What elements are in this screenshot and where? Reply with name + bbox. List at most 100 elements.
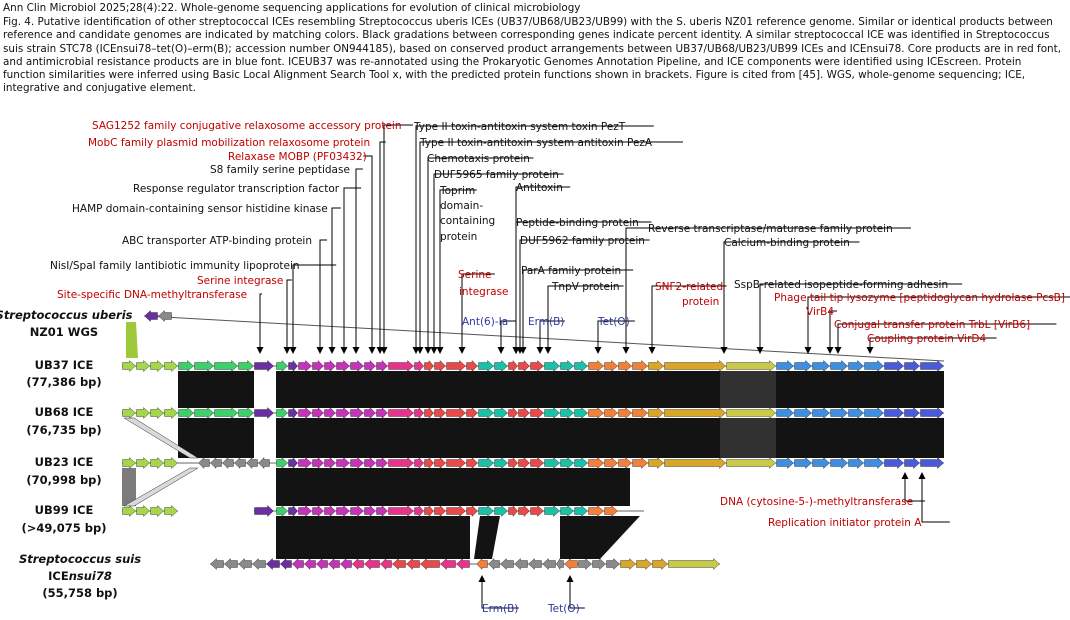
arrowhead (316, 347, 324, 354)
gene-ub68-3 (164, 407, 178, 419)
gene-ub68-43 (848, 407, 864, 419)
top-label: HAMP domain-containing sensor histidine … (72, 203, 328, 215)
gene-ub37-21 (434, 360, 446, 372)
top-label: Ant(6)-Ia (462, 316, 508, 328)
gene-ub99-20 (530, 505, 544, 517)
leader-line (519, 239, 650, 348)
arrowhead (834, 347, 842, 354)
gene-ub68-35 (632, 407, 648, 419)
gene-ub37-9 (276, 360, 288, 372)
leader-line (286, 279, 292, 348)
arrowhead (478, 575, 486, 582)
gene-ub23-15 (336, 457, 350, 469)
figure-caption-block: Ann Clin Microbiol 2025;28(4):22. Whole-… (3, 2, 1067, 95)
gene-ub37-27 (518, 360, 530, 372)
arrowhead (430, 347, 438, 354)
arrowhead (436, 347, 444, 354)
gene-suis-12 (364, 558, 380, 570)
top-label: domain- (440, 200, 483, 212)
gene-suis-20 (488, 558, 500, 570)
gene-ub37-32 (588, 360, 604, 372)
leader-line (829, 310, 837, 348)
gene-ub99-2 (150, 505, 164, 517)
gene-suis-30 (620, 558, 636, 570)
leader-line (921, 478, 950, 523)
gene-ub37-1 (136, 360, 150, 372)
leader-line (415, 125, 654, 348)
gene-ub99-19 (518, 505, 530, 517)
gene-ub37-37 (664, 360, 726, 372)
arrowhead (720, 347, 728, 354)
genome-detail: (77,386 bp) (26, 375, 101, 389)
gene-ub23-27 (508, 456, 518, 470)
nz01-link-line (145, 315, 945, 362)
gene-ub37-33 (604, 360, 618, 372)
gene-ub23-13 (312, 457, 324, 469)
gene-ub68-38 (726, 407, 776, 419)
gene-ub68-19 (414, 406, 424, 420)
gene-ub68-21 (434, 407, 446, 419)
gene-ub99-0 (254, 505, 274, 517)
nz01-lime-band (126, 322, 138, 358)
gene-ub68-16 (364, 407, 376, 419)
top-label: NisI/SpaI family lantibiotic immunity li… (50, 260, 300, 272)
gene-ub37-24 (478, 360, 494, 372)
gene-ub37-47 (920, 360, 944, 372)
gene-ub37-3 (164, 360, 178, 372)
gene-ub23-30 (544, 457, 560, 469)
leader-line (383, 124, 413, 348)
gene-ub23-45 (864, 457, 884, 469)
gene-ub37-10 (288, 359, 298, 373)
gene-ub68-13 (324, 407, 336, 419)
gene-ub68-27 (518, 407, 530, 419)
gene-ub68-0 (122, 407, 136, 419)
gene-ub23-1 (136, 457, 150, 469)
gene-suis-8 (316, 558, 328, 570)
gene-ub23-0 (122, 457, 136, 469)
gene-ub23-10 (276, 457, 288, 469)
top-label: ParA family protein (521, 265, 621, 277)
leader-line (461, 273, 495, 348)
gene-suis-9 (328, 558, 340, 570)
gene-ub99-1 (136, 505, 150, 517)
leader-line (515, 221, 652, 348)
gene-suis-25 (556, 557, 564, 571)
gene-ub23-25 (478, 457, 494, 469)
gene-ub23-20 (414, 456, 424, 470)
gene-nz-0 (144, 310, 158, 322)
arrowhead (826, 347, 834, 354)
gene-suis-28 (592, 558, 606, 570)
arrowhead (458, 347, 466, 354)
gene-ub99-21 (544, 505, 560, 517)
gene-suis-10 (340, 558, 352, 570)
gene-ub37-30 (560, 360, 574, 372)
top-label: Toprim (439, 185, 475, 197)
arrowhead (497, 347, 505, 354)
gene-ub23-18 (376, 457, 388, 469)
gene-suis-29 (606, 558, 620, 570)
gene-suis-31 (636, 558, 652, 570)
gene-nz-1 (158, 310, 172, 322)
identity-band (123, 467, 199, 507)
leader-line (869, 337, 997, 348)
figure-caption: Fig. 4. Putative identification of other… (3, 16, 1062, 95)
gene-ub68-9 (276, 407, 288, 419)
gene-ub99-16 (478, 505, 494, 517)
genome-name: UB99 ICE (35, 503, 94, 517)
gene-ub68-40 (794, 407, 812, 419)
gene-ub99-12 (424, 504, 434, 518)
top-label: Site-specific DNA-methyltransferase (57, 289, 247, 301)
gene-ub68-7 (238, 407, 254, 419)
bottom-label: Erm(B) (482, 603, 518, 615)
arrowhead (289, 347, 297, 354)
leader-line (319, 239, 327, 348)
gene-suis-11 (352, 558, 364, 570)
arrowhead (756, 347, 764, 354)
gene-ub68-20 (424, 406, 434, 420)
genome-detail: (76,735 bp) (26, 423, 101, 437)
gene-ub68-39 (776, 407, 794, 419)
gene-ub37-34 (618, 360, 632, 372)
top-label: SNF2-related (655, 281, 723, 293)
gene-suis-6 (292, 558, 304, 570)
genome-detail: NZ01 WGS (30, 325, 98, 339)
